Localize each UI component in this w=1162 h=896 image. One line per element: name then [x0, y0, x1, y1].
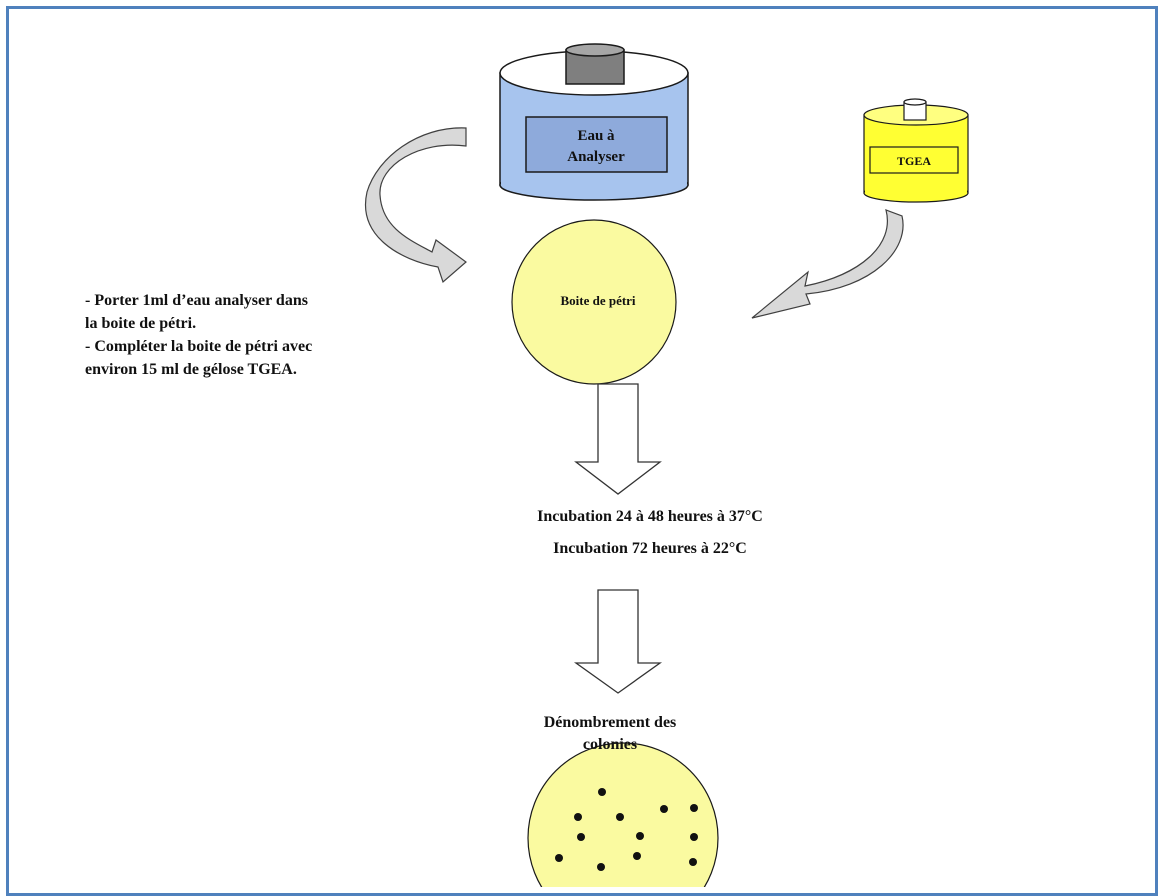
curved-arrow-left	[364, 127, 467, 284]
colony-dot	[689, 858, 697, 866]
reagent-bottle-neck-top	[903, 98, 927, 106]
petri-dish	[511, 219, 677, 385]
colony-count-line2: colonies	[582, 736, 638, 753]
colony-dot	[616, 813, 624, 821]
curved-arrow-right	[751, 209, 904, 319]
colony-dot	[577, 833, 585, 841]
water-container-label-box	[525, 116, 668, 173]
reagent-bottle: TGEA	[863, 98, 969, 203]
colony-dot	[574, 813, 582, 821]
colony-dot	[690, 833, 698, 841]
colony-dot	[597, 863, 605, 871]
colony-dot	[633, 852, 641, 860]
incubation-step-22c: Incubation 72 heures à 22°C	[553, 540, 747, 557]
colony-count-label: Dénombrement des colonies	[480, 712, 740, 756]
colony-dot	[598, 788, 606, 796]
colony-dot	[660, 805, 668, 813]
water-container-label-line1: Eau à	[577, 128, 615, 144]
colony-dot	[636, 832, 644, 840]
instruction-line: - Compléter la boite de pétri avec	[85, 338, 313, 355]
instruction-line: environ 15 ml de gélose TGEA.	[85, 361, 297, 378]
water-container-neck-top	[565, 43, 625, 57]
incubation-step-37c: Incubation 24 à 48 heures à 37°C	[537, 508, 763, 525]
colony-count-line1: Dénombrement des	[543, 714, 677, 731]
colony-dot	[555, 854, 563, 862]
petri-dish-label: Boite de pétri	[560, 293, 635, 308]
reagent-bottle-label-box	[869, 146, 959, 174]
procedure-instructions: - Porter 1ml d’eau analyser dans la boit…	[85, 289, 485, 381]
water-container-label-line2: Analyser	[567, 149, 625, 165]
down-arrow-1	[574, 383, 662, 495]
instruction-line: la boite de pétri.	[85, 315, 197, 332]
reagent-bottle-label: TGEA	[897, 154, 931, 168]
colony-dish	[527, 742, 719, 887]
water-container: Eau à Analyser	[499, 43, 689, 201]
down-arrow-2	[573, 589, 663, 694]
colony-dot	[690, 804, 698, 812]
reagent-bottle-base-cover	[865, 180, 967, 193]
instruction-line: - Porter 1ml d’eau analyser dans	[85, 292, 308, 309]
